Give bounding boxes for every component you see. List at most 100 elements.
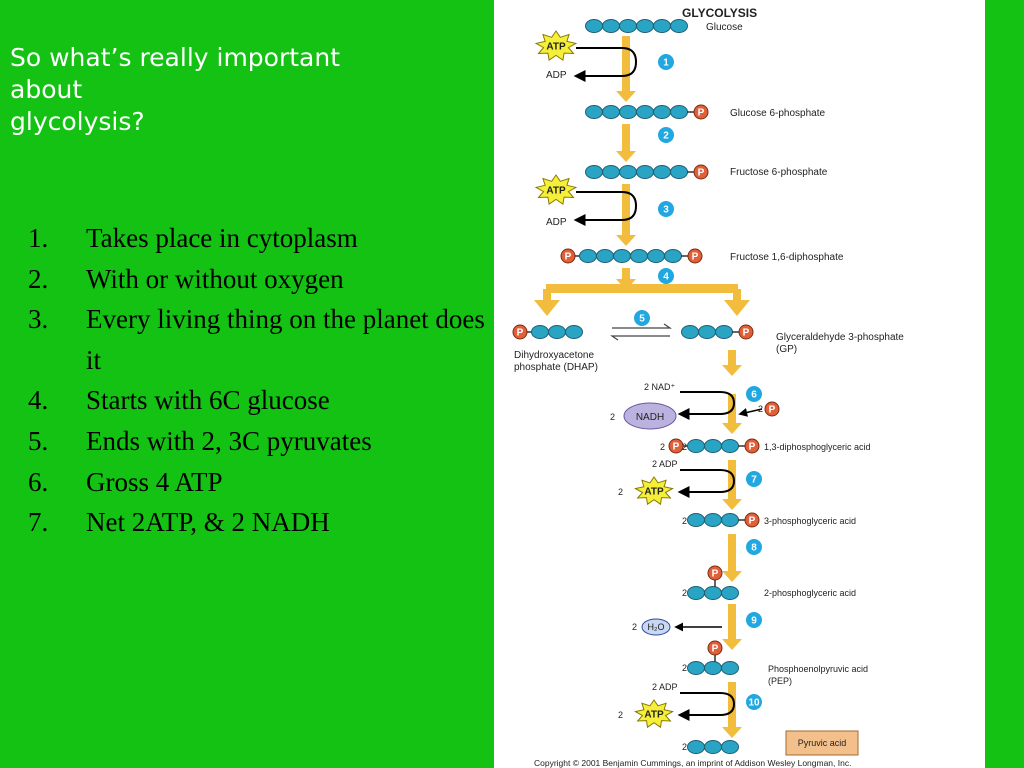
carbon-bead xyxy=(619,19,637,33)
carbon-bead xyxy=(636,165,654,179)
reaction-arrow-shaft xyxy=(622,36,630,92)
step-number: 8 xyxy=(751,543,757,554)
item-text: Every living thing on the planet does it xyxy=(86,304,485,375)
coefficient-label: 2 xyxy=(660,442,665,452)
cofactor-arrow xyxy=(677,469,736,498)
item-text: Gross 4 ATP xyxy=(86,466,223,497)
molecule-label: Fructose 6-phosphate xyxy=(730,167,828,178)
step-number: 9 xyxy=(751,616,757,627)
phosphate-arrow xyxy=(738,408,763,417)
molecule-label: (PEP) xyxy=(768,676,792,686)
carbon-bead xyxy=(681,325,699,339)
phosphate-bead xyxy=(764,401,780,417)
molecule-label: Glucose xyxy=(706,22,743,33)
nadh-label: NADH xyxy=(636,412,664,423)
list-item: 5.Ends with 2, 3C pyruvates xyxy=(28,421,488,462)
atp-label: ATP xyxy=(644,487,664,498)
step-marker xyxy=(658,201,674,217)
carbon-bead xyxy=(636,19,654,33)
carbon-bead xyxy=(630,249,648,263)
carbon-bead xyxy=(653,19,671,33)
carbon-bead xyxy=(585,165,603,179)
reaction-arrow-shaft xyxy=(728,682,736,728)
phosphate-bead xyxy=(744,512,760,528)
phosphate-bead xyxy=(687,248,703,264)
molecule-label: (GP) xyxy=(776,344,797,355)
atp-label: ATP xyxy=(546,186,566,197)
list-item: 4.Starts with 6C glucose xyxy=(28,380,488,421)
phosphate-label: P xyxy=(698,168,705,179)
item-number: 5. xyxy=(28,425,49,456)
carbon-bead xyxy=(704,513,722,527)
reaction-arrow-shaft xyxy=(728,350,736,366)
phosphate-label: P xyxy=(692,252,699,263)
atp-star xyxy=(633,476,675,506)
phosphate-label: P xyxy=(769,405,776,416)
step-number: 10 xyxy=(748,698,760,709)
carbon-bead xyxy=(613,249,631,263)
step-marker xyxy=(746,539,762,555)
phosphate-bead xyxy=(693,164,709,180)
atp-label: ATP xyxy=(546,42,566,53)
adp-label: ADP xyxy=(546,70,567,81)
phosphate-bead xyxy=(738,324,754,340)
reaction-arrow-shaft xyxy=(543,289,551,301)
carbon-bead xyxy=(698,325,716,339)
carbon-bead xyxy=(653,165,671,179)
cofactor-arrow xyxy=(573,191,638,226)
step-number: 6 xyxy=(751,390,757,401)
carbon-bead xyxy=(670,105,688,119)
step-marker xyxy=(658,127,674,143)
reaction-arrow-head xyxy=(722,571,742,582)
step-marker xyxy=(658,268,674,284)
phosphate-label: P xyxy=(517,328,524,339)
coefficient-label: 2 xyxy=(610,412,615,422)
item-number: 6. xyxy=(28,466,49,497)
carbon-bead xyxy=(636,105,654,119)
coefficient-label: 2 xyxy=(682,663,687,673)
list-item: 7.Net 2ATP, & 2 NADH xyxy=(28,502,488,543)
atp-star xyxy=(633,699,675,729)
water-label: H₂O xyxy=(648,622,665,632)
molecule-label: Fructose 1,6-diphosphate xyxy=(730,252,844,263)
cofactor-arrow xyxy=(573,47,638,82)
carbon-bead xyxy=(670,165,688,179)
water-oval xyxy=(641,618,671,636)
item-number: 7. xyxy=(28,507,49,538)
reaction-arrow-head xyxy=(616,151,636,162)
cofactor-arrow xyxy=(677,692,736,721)
split-arrow-bar xyxy=(546,284,738,293)
reaction-arrow-shaft xyxy=(733,289,741,301)
carbon-bead xyxy=(565,325,583,339)
molecule-label: Phosphoenolpyruvic acid xyxy=(768,664,868,674)
step-marker xyxy=(746,694,762,710)
carbon-bead xyxy=(579,249,597,263)
carbon-bead xyxy=(721,586,739,600)
item-number: 1. xyxy=(28,223,49,253)
adp-label: 2 ADP xyxy=(652,459,678,469)
carbon-bead xyxy=(704,586,722,600)
step-number: 1 xyxy=(663,58,669,69)
carbon-bead xyxy=(664,249,682,263)
list-item: 3.Every living thing on the planet does … xyxy=(28,299,488,380)
carbon-bead xyxy=(548,325,566,339)
phosphate-label: P xyxy=(698,108,705,119)
carbon-bead xyxy=(721,661,739,675)
atp-star xyxy=(534,174,578,205)
item-number: 2. xyxy=(28,263,49,294)
coefficient-label: 2 xyxy=(758,404,763,414)
coefficient-label: 2 xyxy=(632,622,637,632)
carbon-bead xyxy=(687,513,705,527)
phosphate-bead xyxy=(744,438,760,454)
phosphate-label: P xyxy=(565,252,572,263)
carbon-bead xyxy=(602,105,620,119)
item-text: With or without oxygen xyxy=(86,263,344,294)
reaction-arrow-head xyxy=(616,91,636,102)
carbon-bead xyxy=(653,105,671,119)
step-marker xyxy=(658,54,674,70)
phosphate-label: P xyxy=(712,644,719,655)
atp-star xyxy=(534,30,578,61)
reaction-arrow-head xyxy=(724,300,750,316)
reaction-arrow-shaft xyxy=(622,268,630,280)
step-marker xyxy=(746,386,762,402)
